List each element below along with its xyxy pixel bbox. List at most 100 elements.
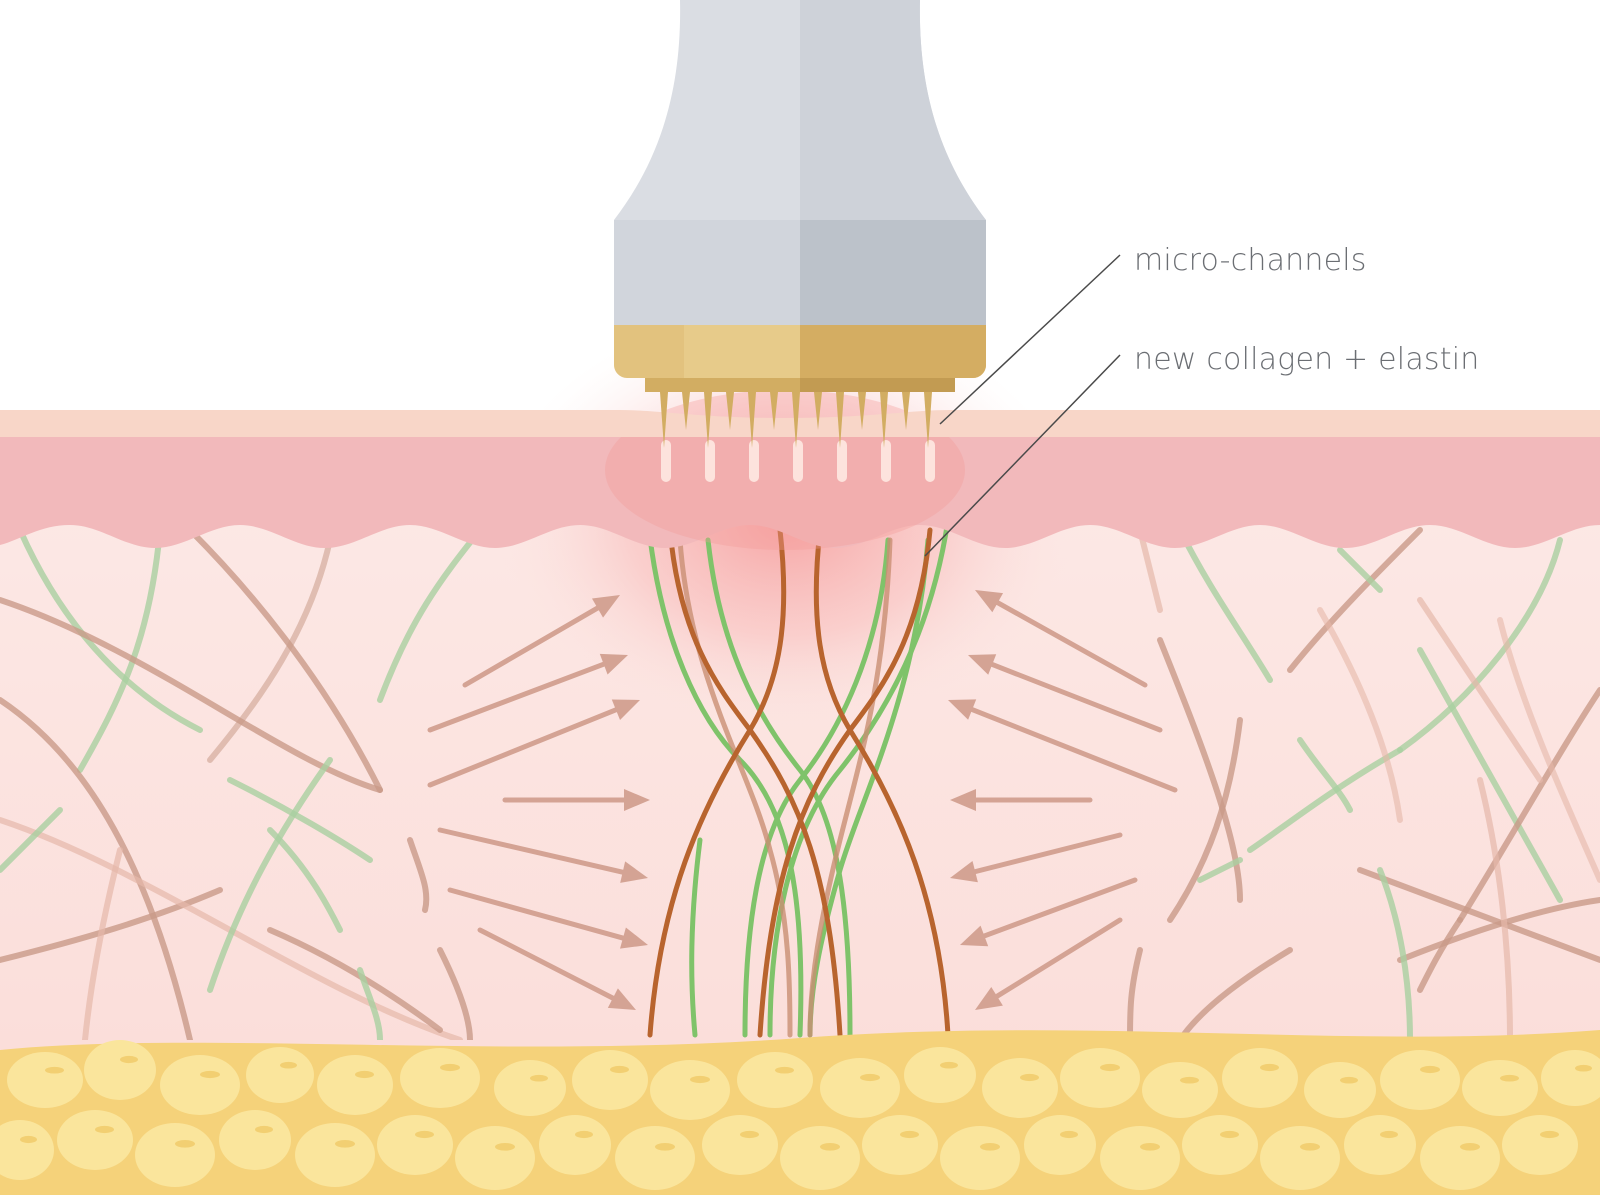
epidermis-layer xyxy=(0,410,1600,437)
fat-cell-highlight xyxy=(280,1061,297,1069)
fat-cell-highlight xyxy=(1420,1065,1440,1074)
fat-cell xyxy=(650,1060,730,1120)
micro-channel xyxy=(749,440,759,482)
micro-channels-label: micro-channels xyxy=(1134,243,1367,278)
arrow-head xyxy=(620,861,648,883)
fat-cell-highlight xyxy=(1380,1130,1398,1139)
fat-cell-highlight xyxy=(1100,1063,1120,1072)
fat-cell-highlight xyxy=(980,1142,1000,1151)
fat-cell xyxy=(539,1115,611,1175)
fat-cell-highlight xyxy=(575,1130,593,1139)
fat-cell xyxy=(1541,1050,1600,1106)
fat-cell-highlight xyxy=(1460,1142,1480,1151)
arrow-shaft xyxy=(989,661,1163,733)
arrow-head xyxy=(975,986,1003,1010)
fat-cell xyxy=(317,1055,393,1115)
fat-cell-highlight xyxy=(1300,1142,1320,1151)
micro-channel xyxy=(837,440,847,482)
micro-channel xyxy=(705,440,715,482)
arrow-head xyxy=(975,590,1004,613)
collagen-leader-line xyxy=(924,354,1121,557)
fat-cell-highlight xyxy=(1260,1063,1279,1072)
fat-cell xyxy=(1100,1126,1180,1190)
fat-cell xyxy=(57,1110,133,1170)
fat-cell xyxy=(1060,1048,1140,1108)
fat-cell xyxy=(1304,1062,1376,1118)
arrow-head xyxy=(960,925,989,947)
arrow-shaft xyxy=(447,887,626,941)
arrow-shaft xyxy=(994,917,1123,999)
fat-cell xyxy=(1142,1062,1218,1118)
arrow-shaft xyxy=(969,707,1178,793)
fat-cell-highlight xyxy=(335,1139,355,1148)
arrow-shaft xyxy=(995,600,1148,688)
microneedling-pen-icon xyxy=(614,0,986,448)
fat-cell xyxy=(0,1120,54,1180)
micro-channels-leader-line xyxy=(939,254,1121,425)
fat-cell-highlight xyxy=(1020,1073,1039,1082)
fat-cell xyxy=(1462,1060,1538,1116)
fat-cell xyxy=(940,1126,1020,1190)
fat-cell-highlight xyxy=(440,1063,460,1072)
arrow-head xyxy=(948,699,977,720)
fat-cell xyxy=(400,1048,480,1108)
fat-cell-highlight xyxy=(1180,1076,1199,1084)
fat-cell-highlight xyxy=(1220,1130,1239,1139)
arrow-head xyxy=(611,699,640,720)
needle xyxy=(836,392,844,448)
arrow-shaft xyxy=(437,827,626,875)
fat-cell xyxy=(295,1123,375,1187)
micro-channel xyxy=(793,440,803,482)
fat-cell xyxy=(702,1115,778,1175)
fat-cell-highlight xyxy=(940,1061,958,1069)
fat-cell xyxy=(1260,1126,1340,1190)
micro-channel xyxy=(661,440,671,482)
microneedle-array-icon xyxy=(660,392,932,448)
needle xyxy=(902,392,910,430)
needle xyxy=(880,392,888,448)
papillary-dermis-layer xyxy=(0,420,1600,548)
arrow-head xyxy=(599,653,628,675)
fat-cell-highlight xyxy=(415,1130,434,1139)
fat-cell xyxy=(160,1055,240,1115)
new-collagen-elastin-fibers xyxy=(645,517,951,1038)
fat-cell-highlight xyxy=(45,1066,64,1074)
background-fibers xyxy=(0,527,1600,1040)
fat-cells xyxy=(0,1040,1600,1190)
fat-cell-highlight xyxy=(1140,1142,1160,1151)
fat-cell xyxy=(7,1052,83,1108)
fat-cell-highlight xyxy=(690,1075,710,1084)
fat-cell xyxy=(1222,1048,1298,1108)
fat-cell xyxy=(455,1126,535,1190)
arrow-head xyxy=(607,988,636,1010)
fat-cell xyxy=(862,1115,938,1175)
fat-cell-highlight xyxy=(1060,1130,1078,1139)
fat-cell-highlight xyxy=(355,1070,374,1079)
fat-cell xyxy=(84,1040,156,1100)
fat-cell xyxy=(780,1126,860,1190)
fat-cell xyxy=(246,1047,314,1103)
fat-cell xyxy=(982,1058,1058,1118)
arrow-head xyxy=(624,789,650,811)
fat-cell-highlight xyxy=(610,1065,629,1074)
micro-channel xyxy=(925,440,935,482)
fat-cell xyxy=(1182,1115,1258,1175)
healing-response-arrows xyxy=(427,590,1178,1010)
needle xyxy=(792,392,800,448)
arrow-head xyxy=(950,860,978,883)
arrow-shaft xyxy=(462,605,601,688)
fat-cell-highlight xyxy=(200,1070,220,1079)
fat-cell-highlight xyxy=(820,1142,840,1151)
fat-cell xyxy=(904,1047,976,1103)
arrow-shaft xyxy=(427,707,619,788)
subcutaneous-fat-layer xyxy=(0,1030,1600,1195)
needle xyxy=(770,392,778,430)
fat-cell xyxy=(1380,1050,1460,1110)
fat-cell-highlight xyxy=(120,1055,138,1064)
needle xyxy=(814,392,822,430)
new-collagen-elastin-label: new collagen + elastin xyxy=(1134,342,1479,377)
arrow-shaft xyxy=(981,877,1138,939)
fat-cell-highlight xyxy=(1540,1130,1559,1139)
